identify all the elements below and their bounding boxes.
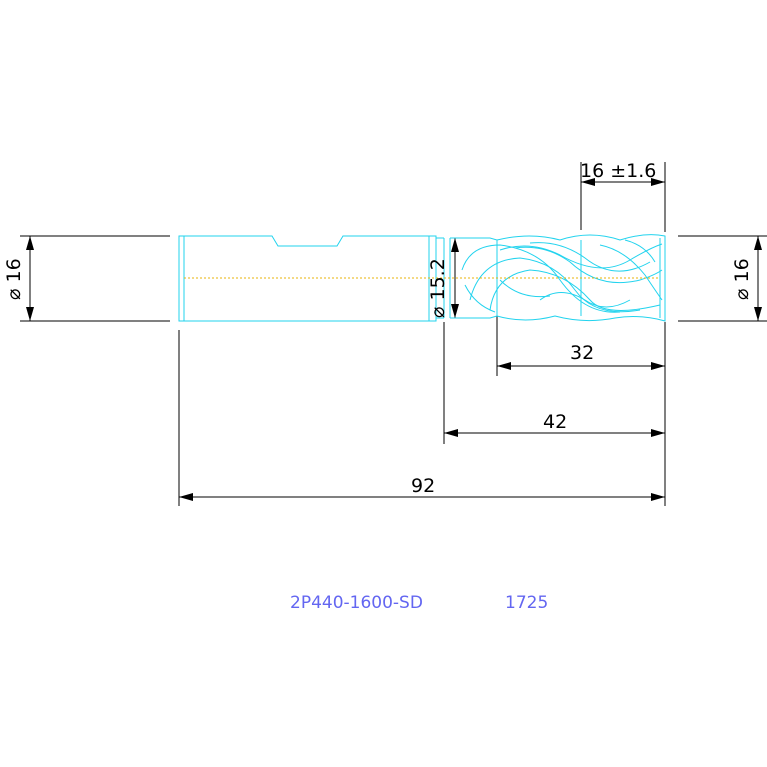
part-code: 1725: [505, 593, 548, 613]
cutter-diameter-label: ⌀ 16: [731, 258, 753, 300]
part-number: 2P440-1600-SD: [290, 593, 423, 613]
overall-length-label: 92: [411, 475, 435, 497]
length-below-shank-label: 42: [543, 411, 567, 433]
shank-diameter-label: ⌀ 16: [3, 258, 25, 300]
flute-length-label: 32: [570, 342, 594, 364]
arrowheads: [26, 178, 762, 501]
flute-helix-lines: [461, 238, 663, 318]
tolerance-label: 16 ±1.6: [580, 160, 656, 182]
dimension-lines: [20, 162, 767, 506]
neck-diameter-label: ⌀ 15.2: [427, 258, 449, 318]
